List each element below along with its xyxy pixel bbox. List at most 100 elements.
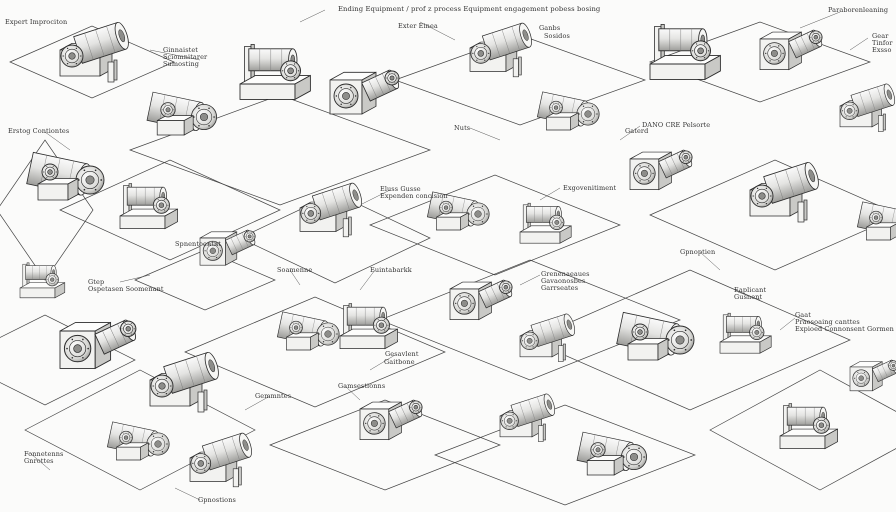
machine-unit bbox=[469, 22, 532, 78]
flange-disc bbox=[363, 412, 386, 435]
label-center-low-b: Gesavlent bbox=[385, 350, 419, 358]
leader-line bbox=[699, 251, 721, 271]
platform-outline bbox=[529, 269, 851, 411]
machine-unit bbox=[276, 311, 340, 351]
housing-block bbox=[779, 428, 838, 450]
flange-disc bbox=[289, 320, 303, 335]
label-top-left: Expert Improciton bbox=[5, 18, 68, 26]
machine-unit bbox=[59, 319, 137, 370]
leader-line bbox=[244, 395, 271, 411]
flange-disc bbox=[690, 40, 711, 62]
housing-block bbox=[586, 455, 624, 476]
label-center-c: Spnentoentnt bbox=[175, 240, 222, 248]
support-post bbox=[878, 113, 886, 132]
machine-unit bbox=[759, 29, 823, 71]
machine-unit bbox=[359, 399, 423, 441]
platform-outline bbox=[648, 21, 872, 103]
housing-block bbox=[719, 335, 772, 354]
support-post bbox=[107, 59, 118, 83]
machine-unit bbox=[426, 191, 490, 231]
platform-outline bbox=[379, 259, 681, 381]
machine-unit bbox=[26, 151, 105, 201]
flange-disc bbox=[75, 165, 105, 195]
machine-unit bbox=[649, 24, 721, 81]
machine-unit bbox=[149, 351, 219, 413]
housing-block bbox=[436, 212, 469, 231]
cylinder-part bbox=[510, 393, 556, 428]
platform-outline bbox=[134, 249, 276, 311]
machine-unit bbox=[779, 403, 838, 450]
platform-outline bbox=[0, 139, 94, 281]
platform-outline bbox=[24, 369, 256, 491]
cylinder-part bbox=[311, 182, 362, 221]
flange-disc bbox=[869, 210, 883, 225]
leader-lines bbox=[29, 9, 869, 501]
flange-disc bbox=[620, 443, 648, 471]
flange-disc bbox=[280, 60, 301, 82]
leader-line bbox=[779, 317, 796, 331]
flange-disc bbox=[549, 214, 565, 230]
label-right-mid: DANO CRE Pelsorte bbox=[642, 121, 711, 129]
flange-disc bbox=[576, 102, 600, 126]
flange-disc bbox=[409, 400, 423, 414]
machine-unit bbox=[339, 303, 398, 350]
flange-disc bbox=[146, 432, 170, 456]
flange-disc bbox=[190, 103, 218, 131]
flange-disc bbox=[119, 430, 133, 445]
flange-disc bbox=[372, 316, 390, 334]
leader-line bbox=[619, 125, 641, 141]
platform-outline bbox=[184, 296, 446, 408]
flange-disc bbox=[470, 43, 492, 64]
support-post bbox=[797, 199, 808, 223]
machine-unit bbox=[629, 149, 693, 191]
platform-outline bbox=[0, 314, 136, 406]
machine-unit bbox=[59, 21, 129, 83]
flange-disc bbox=[466, 202, 490, 226]
machine-unit bbox=[499, 393, 556, 442]
machine-unit bbox=[329, 69, 400, 115]
platform-outline bbox=[709, 369, 896, 491]
flange-disc bbox=[631, 323, 649, 341]
flange-disc bbox=[500, 411, 519, 430]
leader-line bbox=[119, 274, 151, 283]
label-center-a: Eluss Gusse Expenden concision bbox=[380, 185, 448, 200]
label-left-mid: Erstog Contiontes bbox=[8, 127, 70, 135]
flange-disc bbox=[202, 240, 223, 261]
leader-line bbox=[344, 385, 361, 401]
label-mid-top-b: Ganbs bbox=[539, 24, 561, 32]
machine-unit bbox=[749, 161, 819, 223]
label-left-low2: Soamenne bbox=[277, 266, 313, 274]
machine-unit bbox=[519, 313, 576, 362]
support-post bbox=[512, 56, 522, 78]
housing-block bbox=[119, 208, 178, 230]
flange-disc bbox=[453, 292, 476, 315]
leader-line bbox=[539, 187, 561, 201]
label-left-low: Gtep Ospetasen Soomenant bbox=[88, 278, 164, 293]
support-post bbox=[342, 216, 352, 238]
label-mid-top-a: Nuts bbox=[454, 124, 471, 132]
flange-disc bbox=[812, 416, 830, 434]
support-post bbox=[197, 389, 208, 413]
flange-disc bbox=[120, 320, 137, 337]
leader-line bbox=[174, 487, 201, 501]
machine-unit bbox=[106, 421, 170, 461]
cylinder-part bbox=[763, 161, 819, 204]
machine-unit bbox=[839, 83, 896, 132]
flange-disc bbox=[150, 374, 174, 398]
platform-outline bbox=[59, 159, 281, 261]
machine-unit bbox=[299, 182, 362, 238]
housing-block bbox=[116, 442, 149, 461]
flange-disc bbox=[152, 196, 170, 214]
machine-unit bbox=[239, 44, 311, 101]
housing-block bbox=[156, 115, 194, 136]
label-center-d: Grenenaeaues Gavaonosbes Garrseates bbox=[541, 270, 590, 292]
machine-unit bbox=[616, 311, 695, 361]
flange-disc bbox=[384, 70, 400, 86]
isometric-platforms bbox=[0, 21, 896, 506]
flange-disc bbox=[888, 360, 896, 371]
flange-disc bbox=[41, 163, 59, 181]
flange-disc bbox=[190, 453, 212, 474]
machine-unit bbox=[536, 91, 600, 131]
flange-disc bbox=[679, 150, 693, 164]
leader-line bbox=[44, 131, 71, 151]
